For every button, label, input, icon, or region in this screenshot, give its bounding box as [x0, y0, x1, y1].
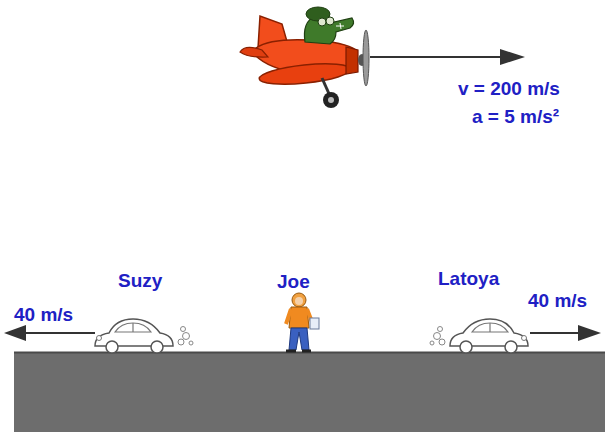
ground [14, 352, 605, 432]
speed-label: 40 m/s [14, 304, 73, 326]
car-latoya [430, 319, 528, 353]
velocity-arrow [370, 56, 502, 58]
airplane [240, 7, 369, 108]
person-joe [286, 293, 319, 351]
speed-label: 40 m/s [528, 290, 587, 312]
car-suzy [95, 319, 193, 353]
velocity-arrow [24, 332, 95, 334]
velocity-arrow [530, 332, 580, 334]
velocity-label: v = 200 m/s [458, 78, 560, 100]
acceleration-label: a = 5 m/s² [472, 106, 559, 128]
arrow-head [4, 325, 26, 341]
name-label: Suzy [118, 270, 162, 292]
ground-edge [14, 352, 605, 354]
arrow-head [578, 325, 601, 341]
name-label: Joe [277, 271, 310, 293]
name-label: Latoya [438, 268, 499, 290]
arrow-head [500, 49, 525, 65]
